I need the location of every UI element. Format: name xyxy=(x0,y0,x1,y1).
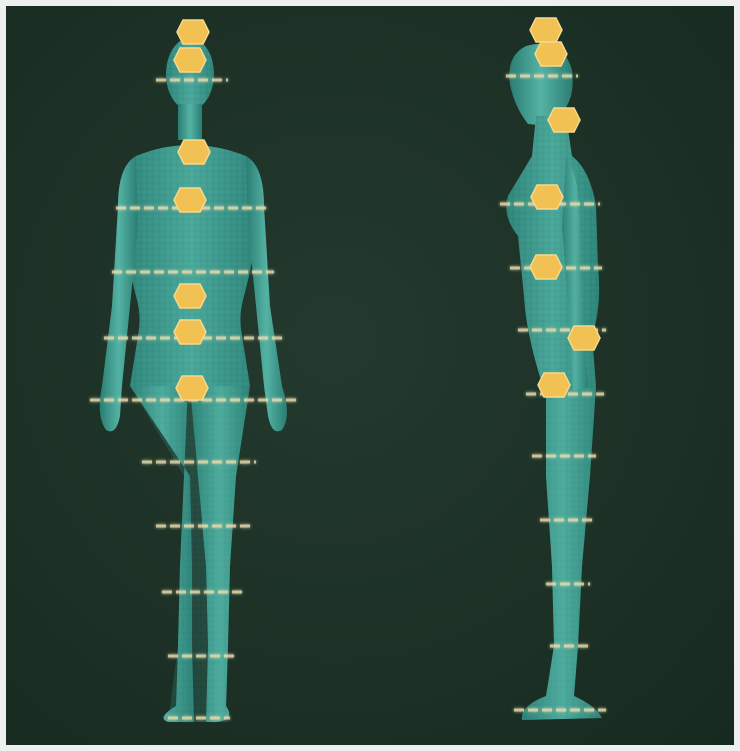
side-marker-root xyxy=(538,373,570,397)
front-view-figure xyxy=(90,20,298,722)
front-marker-brow xyxy=(174,48,206,72)
side-marker-brow xyxy=(535,42,567,66)
side-marker-crown xyxy=(530,18,562,42)
side-marker-sacral xyxy=(568,326,600,350)
side-marker-throat xyxy=(548,108,580,132)
figure-illustration xyxy=(6,6,734,745)
front-marker-sacral xyxy=(174,320,206,344)
front-marker-solar-plexus xyxy=(174,284,206,308)
image-frame xyxy=(6,6,734,745)
side-view-figure xyxy=(500,18,606,720)
front-marker-root xyxy=(176,376,208,400)
front-marker-heart xyxy=(174,188,206,212)
side-marker-solar-plexus xyxy=(530,255,562,279)
side-marker-heart xyxy=(531,185,563,209)
front-marker-crown xyxy=(177,20,209,44)
front-marker-throat xyxy=(178,140,210,164)
